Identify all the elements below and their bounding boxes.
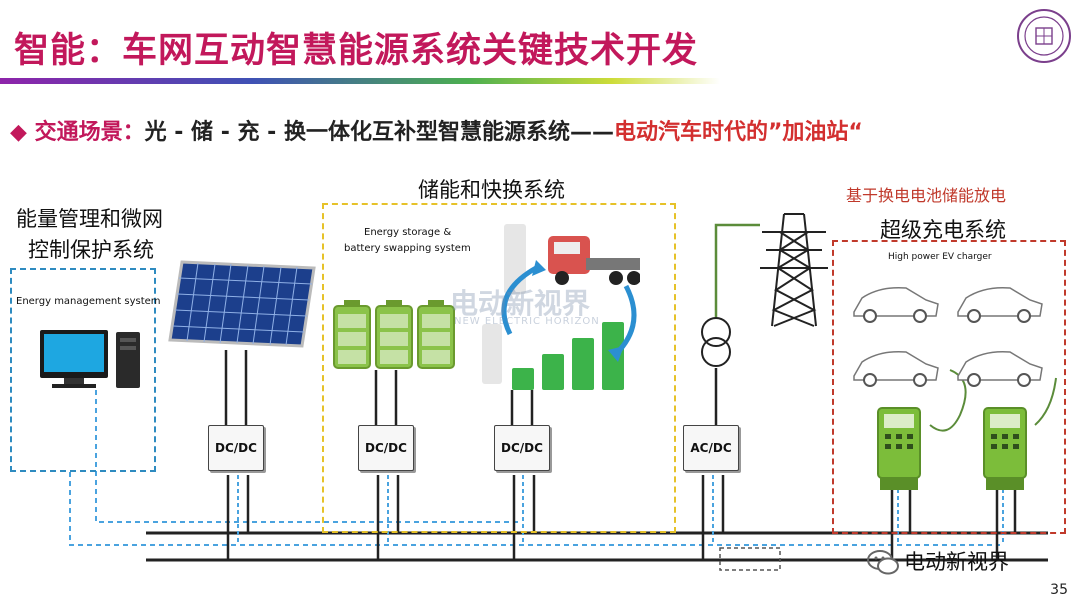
title-underline bbox=[0, 78, 720, 84]
university-seal-icon bbox=[1017, 9, 1071, 63]
ems-label-en: Energy management system bbox=[16, 296, 161, 307]
charging-station-icon-2 bbox=[983, 407, 1027, 490]
storage-label: 储能和快换系统 bbox=[418, 178, 565, 202]
solar-panel-icon bbox=[168, 260, 316, 348]
charger-label: 超级充电系统 bbox=[880, 218, 1006, 242]
ev-cars-icon bbox=[853, 286, 1043, 387]
watermark-text: 电动新视界 bbox=[450, 287, 591, 320]
charging-station-icon-1 bbox=[877, 407, 921, 490]
charger-label-en: High power EV charger bbox=[888, 252, 992, 262]
charger-note: 基于换电电池储能放电 bbox=[846, 186, 1007, 205]
transmission-tower-icon bbox=[760, 213, 828, 327]
computer-icon bbox=[40, 330, 140, 388]
converter-acdc-grid: AC/DC bbox=[683, 425, 739, 471]
ems-label-line2: 控制保护系统 bbox=[28, 238, 154, 262]
page-number: 35 bbox=[1050, 582, 1068, 598]
subtitle-highlight: 电动汽车时代的”加油站“ bbox=[613, 120, 863, 145]
ems-label-line1: 能量管理和微网 bbox=[16, 207, 163, 231]
watermark-sub: NEW ELECTRIC HORIZON bbox=[454, 316, 600, 327]
storage-box bbox=[322, 203, 676, 533]
subtitle-prefix: 交通场景： bbox=[34, 120, 145, 145]
swapping-battery-icon bbox=[482, 224, 640, 390]
converter-dcdc-storage-1: DC/DC bbox=[358, 425, 414, 471]
converter-dcdc-solar: DC/DC bbox=[208, 425, 264, 471]
wechat-icon bbox=[867, 550, 899, 575]
charger-box bbox=[832, 240, 1066, 534]
page-title: 智能：车网互动智慧能源系统关键技术开发 bbox=[14, 31, 699, 71]
storage-label-en-line2: battery swapping system bbox=[344, 243, 471, 254]
transformer-icon bbox=[701, 317, 731, 367]
subtitle: ◆ 交通场景：光 - 储 - 充 - 换一体化互补型智慧能源系统——电动汽车时代… bbox=[10, 114, 863, 146]
ems-box bbox=[10, 268, 156, 472]
brand-logo-text: 电动新视界 bbox=[904, 550, 1009, 574]
subtitle-main: 光 - 储 - 充 - 换一体化互补型智慧能源系统—— bbox=[144, 120, 614, 145]
battery-pack-icon bbox=[333, 300, 455, 369]
storage-label-en-line1: Energy storage & bbox=[364, 227, 452, 238]
bullet-icon: ◆ bbox=[10, 120, 27, 145]
converter-dcdc-storage-2: DC/DC bbox=[494, 425, 550, 471]
